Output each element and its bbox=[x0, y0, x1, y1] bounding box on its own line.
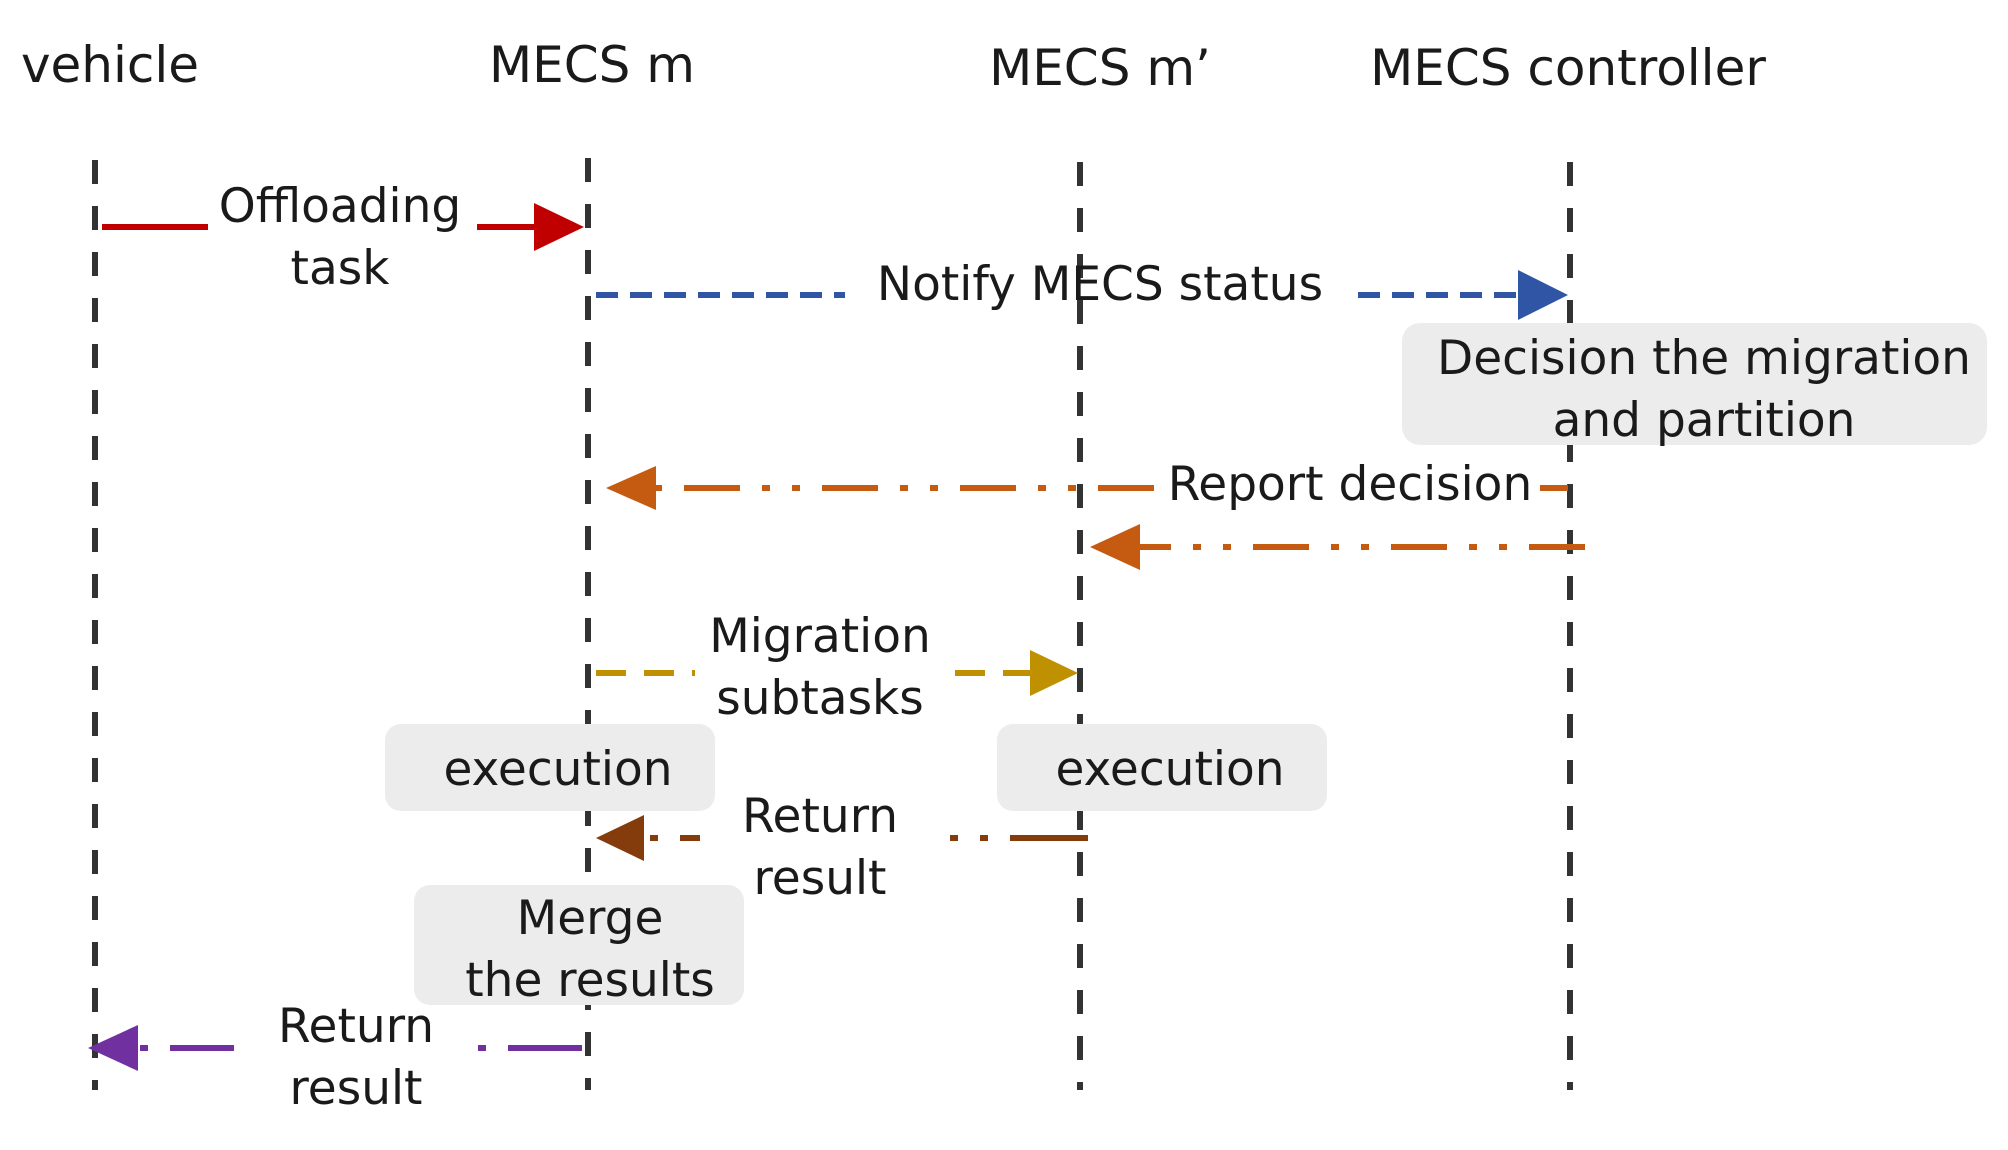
return-mid-label-line1: Return bbox=[742, 789, 898, 844]
report-label: Report decision bbox=[1168, 457, 1532, 512]
merge-box-line2: the results bbox=[465, 953, 715, 1008]
merge-box: Merge the results bbox=[414, 885, 744, 1008]
message-offloading-task: Offloading task bbox=[102, 179, 584, 296]
return-mid-arrowhead bbox=[596, 815, 644, 861]
execution-box-mecs-m-prime-label: execution bbox=[1055, 742, 1284, 797]
notify-arrowhead bbox=[1518, 270, 1568, 320]
offloading-label-line2: task bbox=[291, 241, 391, 296]
execution-box-mecs-m-prime: execution bbox=[997, 724, 1327, 811]
migration-label-line2: subtasks bbox=[716, 671, 924, 726]
migration-arrowhead bbox=[1030, 650, 1078, 696]
message-report-decision: Report decision bbox=[606, 452, 1585, 570]
actor-mecs-m-prime: MECS m’ bbox=[989, 39, 1211, 97]
return-mid-label-line2: result bbox=[754, 851, 887, 906]
report-arrowhead-mecs-m-prime bbox=[1090, 524, 1140, 570]
actor-vehicle: vehicle bbox=[21, 36, 199, 94]
return-vehicle-label-line2: result bbox=[290, 1061, 423, 1116]
actor-mecs-m: MECS m bbox=[489, 36, 695, 94]
message-return-result-vehicle: Return result bbox=[88, 999, 582, 1116]
offloading-label-line1: Offloading bbox=[219, 179, 462, 234]
decision-box: Decision the migration and partition bbox=[1402, 323, 1987, 448]
execution-box-mecs-m-label: execution bbox=[443, 742, 672, 797]
notify-label: Notify MECS status bbox=[877, 257, 1323, 312]
execution-box-mecs-m: execution bbox=[385, 724, 715, 811]
migration-label-line1: Migration bbox=[709, 609, 931, 664]
report-label-bg bbox=[1158, 452, 1540, 516]
actor-mecs-controller: MECS controller bbox=[1370, 39, 1766, 97]
offloading-arrowhead bbox=[534, 203, 584, 251]
decision-box-line1: Decision the migration bbox=[1437, 331, 1971, 386]
merge-box-line1: Merge bbox=[517, 891, 664, 946]
decision-box-line2: and partition bbox=[1553, 393, 1856, 448]
report-arrowhead-mecs-m bbox=[606, 466, 656, 510]
return-vehicle-label-line1: Return bbox=[278, 999, 434, 1054]
message-migration-subtasks: Migration subtasks bbox=[596, 609, 1078, 726]
return-vehicle-arrowhead bbox=[88, 1025, 138, 1071]
message-return-result-mid: Return result bbox=[596, 789, 1090, 906]
message-notify-status: Notify MECS status bbox=[596, 257, 1568, 320]
